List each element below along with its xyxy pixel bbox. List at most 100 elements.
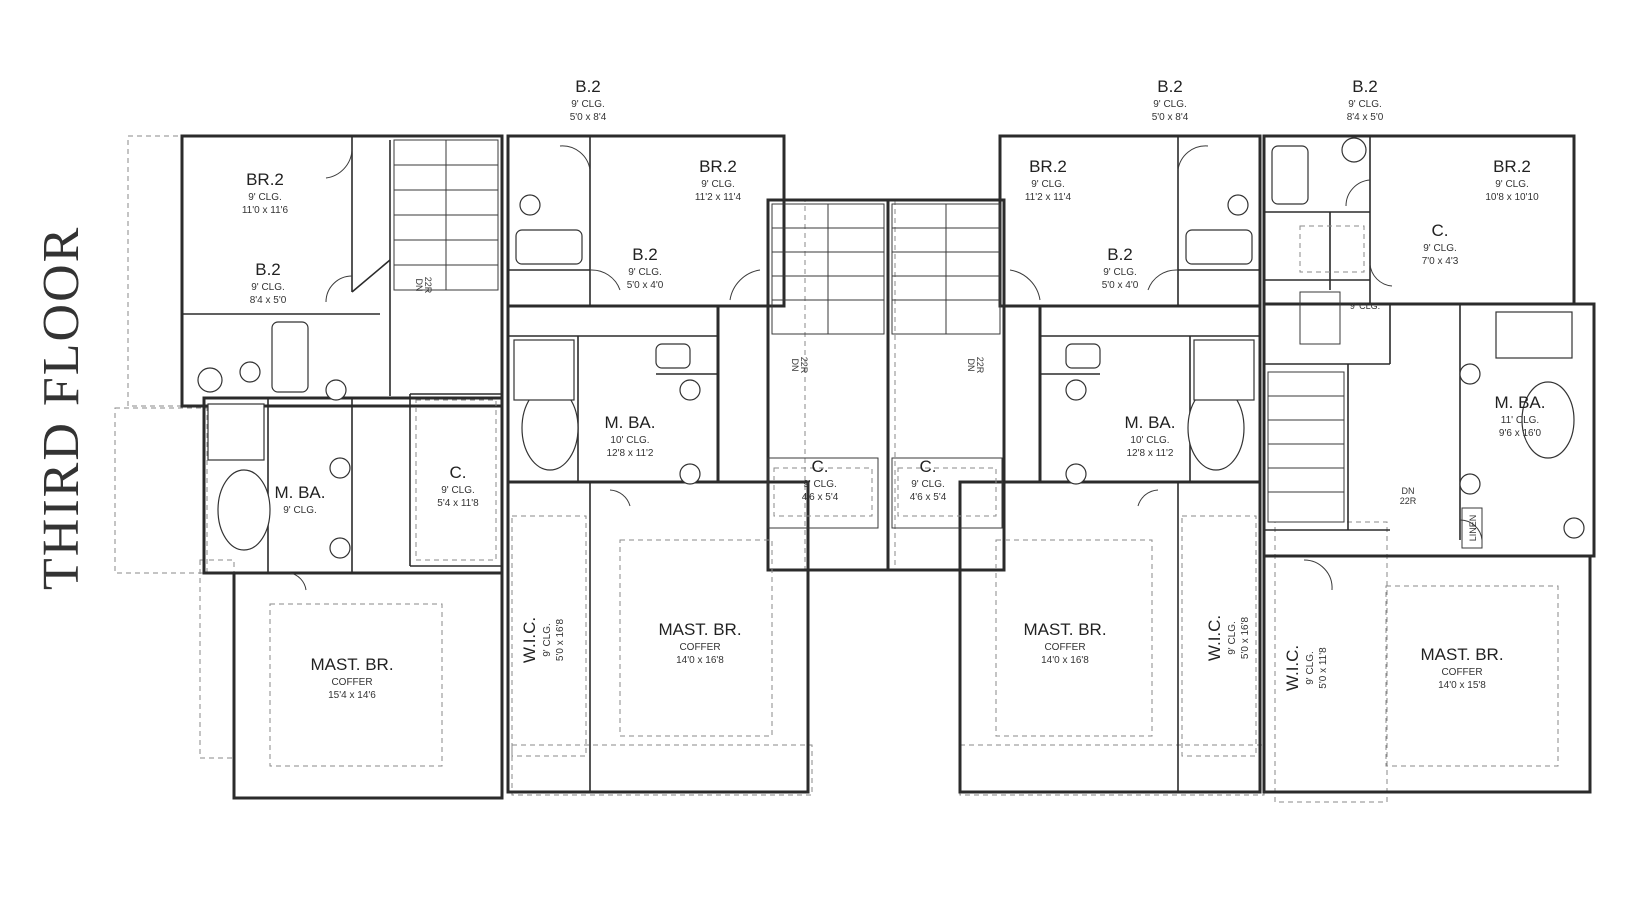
room-label: BR.2 9' CLG. 11'2 x 11'4: [695, 157, 742, 203]
room-label: B.2 9' CLG. 5'0 x 4'0: [1102, 245, 1139, 291]
room-detail: 14'0 x 15'8: [1438, 680, 1486, 691]
room-label: C.9' CLG.7'0 x 4'3: [1422, 221, 1459, 267]
room-detail: 9' CLG.: [701, 179, 735, 190]
room-label: M. BA.9' CLG.: [274, 483, 325, 516]
room-detail: 9' CLG.: [803, 479, 837, 490]
room-name: B.2: [575, 77, 601, 96]
room-detail: 10' CLG.: [1130, 435, 1169, 446]
room-detail: 9' CLG.: [248, 192, 282, 203]
room-detail: 4'6 x 5'4: [802, 492, 839, 503]
room-detail: 9' CLG.: [1103, 267, 1137, 278]
room-name: B.2: [1157, 77, 1183, 96]
room-detail: 14'0 x 16'8: [1041, 655, 1089, 666]
room-name: M. BA.: [274, 483, 325, 502]
room-label: M. BA. 11' CLG. 9'6 x 16'0: [1494, 393, 1545, 439]
room-name: BR.2: [1029, 157, 1067, 176]
room-detail: 9' CLG.: [1227, 621, 1238, 655]
room-name: BR.2: [246, 170, 284, 189]
room-label: BR.2 9' CLG. 11'2 x 11'4: [1025, 157, 1072, 203]
stair-label-22r: 22R: [799, 357, 809, 374]
room-label: C. 9' CLG. 4'6 x 5'4: [802, 457, 839, 503]
room-label: M. BA. 10' CLG. 12'8 x 11'2: [604, 413, 655, 459]
room-label: B.29' CLG.5'0 x 4'0: [627, 245, 664, 291]
room-detail: 11'2 x 11'4: [695, 192, 742, 203]
room-name: B.2: [1352, 77, 1378, 96]
room-detail: COFFER: [1044, 642, 1085, 653]
room-name: MAST. BR.: [1023, 620, 1106, 639]
room-name: B.2: [1107, 245, 1133, 264]
room-label: MAST. BR. COFFER 14'0 x 16'8: [658, 620, 741, 666]
room-label: C.9' CLG.4'6 x 5'4: [910, 457, 947, 503]
room-name: M. BA.: [1494, 393, 1545, 412]
room-name: C.: [450, 463, 467, 482]
room-detail: 5'0 x 8'4: [570, 112, 607, 123]
room-label: MAST. BR. COFFER 14'0 x 16'8: [1023, 620, 1106, 666]
room-detail: 9' CLG.: [542, 623, 553, 657]
room-detail: 10' CLG.: [610, 435, 649, 446]
room-detail: 8'4 x 5'0: [250, 295, 287, 306]
room-name: B.2: [255, 260, 281, 279]
room-detail: 5'0 x 4'0: [1102, 280, 1139, 291]
room-detail: 9'6 x 16'0: [1499, 428, 1542, 439]
room-name: C.: [812, 457, 829, 476]
room-detail: 5'0 x 4'0: [627, 280, 664, 291]
room-detail: 9' CLG.: [1423, 243, 1457, 254]
unit-3: [886, 134, 1262, 794]
room-detail: 9' CLG.: [1305, 651, 1316, 685]
stair-label-dn: DN: [966, 359, 976, 372]
stair-label-22r: 22R: [975, 357, 985, 374]
unit-1: [180, 134, 504, 800]
stair-labels: DN 22R DN 22R DN 22R DN 22R 9' CLG. LINE…: [414, 277, 1478, 542]
room-detail: COFFER: [1441, 667, 1482, 678]
room-label: B.29' CLG.8'4 x 5'0: [1347, 77, 1384, 123]
room-detail: 9' CLG.: [571, 99, 605, 110]
room-detail: 11' CLG.: [1501, 415, 1539, 426]
room-label: W.I.C.9' CLG.5'0 x 16'8: [1205, 615, 1251, 661]
room-label: W.I.C.9' CLG.5'0 x 11'8: [1283, 645, 1329, 691]
room-label: B.2 9' CLG. 8'4 x 5'0: [250, 260, 287, 306]
room-detail: 12'8 x 11'2: [1126, 448, 1173, 459]
stair-label-dn: DN: [790, 359, 800, 372]
closet-clg-label: 9' CLG.: [1350, 301, 1380, 311]
room-detail: 10'8 x 10'10: [1485, 192, 1539, 203]
room-label: BR.29' CLG.10'8 x 10'10: [1485, 157, 1539, 203]
room-detail: 9' CLG.: [1031, 179, 1065, 190]
room-detail: 11'2 x 11'4: [1025, 192, 1072, 203]
room-detail: 5'0 x 8'4: [1152, 112, 1189, 123]
room-detail: 9' CLG.: [1153, 99, 1187, 110]
room-label: BR.29' CLG.11'0 x 11'6: [242, 170, 289, 216]
room-detail: 5'0 x 16'8: [555, 618, 566, 661]
room-detail: 5'0 x 16'8: [1240, 616, 1251, 659]
stair-label-dn: DN: [1402, 486, 1415, 496]
unit-4: [1262, 134, 1596, 794]
room-name: MAST. BR.: [310, 655, 393, 674]
stair-label-dn: DN: [414, 279, 424, 292]
room-detail: 9' CLG.: [1495, 179, 1529, 190]
room-name: MAST. BR.: [658, 620, 741, 639]
room-detail: 9' CLG.: [911, 479, 945, 490]
room-detail: 5'0 x 11'8: [1318, 647, 1329, 689]
unit-2: [506, 134, 890, 794]
room-detail: 4'6 x 5'4: [910, 492, 947, 503]
room-name: M. BA.: [604, 413, 655, 432]
room-label: M. BA.10' CLG.12'8 x 11'2: [1124, 413, 1175, 459]
room-detail: 12'8 x 11'2: [606, 448, 653, 459]
room-name: W.I.C.: [1205, 615, 1224, 661]
stair-label-22r: 22R: [1400, 496, 1417, 506]
room-detail: 9' CLG.: [251, 282, 285, 293]
room-detail: 14'0 x 16'8: [676, 655, 724, 666]
room-name: B.2: [632, 245, 658, 264]
room-labels: BR.29' CLG.11'0 x 11'6B.29' CLG.8'4 x 5'…: [242, 77, 1546, 701]
room-detail: 9' CLG.: [441, 485, 475, 496]
room-label: W.I.C.9' CLG.5'0 x 16'8: [520, 617, 566, 663]
room-detail: 15'4 x 14'6: [328, 690, 376, 701]
room-detail: COFFER: [679, 642, 720, 653]
room-detail: 7'0 x 4'3: [1422, 256, 1459, 267]
room-name: BR.2: [699, 157, 737, 176]
room-name: W.I.C.: [1283, 645, 1302, 691]
room-label: B.2 9' CLG. 5'0 x 8'4: [570, 77, 607, 123]
room-label: C.9' CLG.5'4 x 11'8: [437, 463, 479, 509]
